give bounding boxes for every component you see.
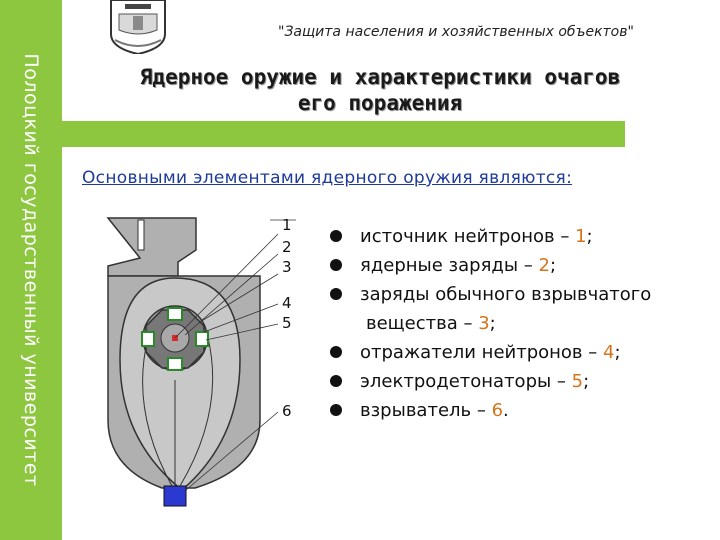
detonator-right bbox=[195, 331, 209, 347]
detonator-left bbox=[141, 331, 155, 347]
bullet-icon bbox=[330, 404, 342, 416]
diagram-label-6: 6 bbox=[282, 402, 292, 420]
detonator-wires bbox=[142, 337, 214, 487]
diagram-label-1: 1 bbox=[282, 216, 292, 234]
diagram-label-5: 5 bbox=[282, 314, 292, 332]
bullet-icon bbox=[330, 259, 342, 271]
course-subtitle: "Защита населения и хозяйственных объект… bbox=[278, 24, 634, 40]
list-item: электродетонаторы – 5; bbox=[326, 367, 651, 396]
leader-lines bbox=[174, 219, 296, 491]
page-title-line-1: Ядерное оружие и характеристики очагов bbox=[139, 65, 621, 89]
detonator-bottom bbox=[167, 357, 183, 371]
bullet-icon bbox=[330, 230, 342, 242]
list-item: заряды обычного взрывчатого bbox=[326, 280, 651, 309]
diagram-label-2: 2 bbox=[282, 238, 292, 256]
bomb-tail-fins bbox=[106, 217, 197, 277]
title-underline-bar bbox=[62, 121, 625, 147]
university-name: Полоцкий государственный университет bbox=[20, 53, 42, 487]
detonator-top bbox=[167, 307, 183, 321]
university-logo bbox=[110, 0, 166, 54]
page-title-line-2: его поражения bbox=[297, 91, 463, 115]
nuclear-bomb-diagram: 1 2 3 4 5 6 bbox=[106, 216, 296, 507]
bullet-icon bbox=[330, 288, 342, 300]
bullet-icon bbox=[330, 346, 342, 358]
intro-text: Основными элементами ядерного оружия явл… bbox=[82, 168, 573, 188]
diagram-label-3: 3 bbox=[282, 258, 292, 276]
list-item: отражатели нейтронов – 4; bbox=[326, 338, 651, 367]
sidebar: Полоцкий государственный университет bbox=[0, 0, 62, 540]
list-item: ядерные заряды – 2; bbox=[326, 251, 651, 280]
list-item: источник нейтронов – 1; bbox=[326, 222, 651, 251]
bullet-icon bbox=[330, 375, 342, 387]
page-title: Ядерное оружие и характеристики очагов е… bbox=[60, 64, 700, 116]
diagram-label-4: 4 bbox=[282, 294, 292, 312]
list-item: взрыватель – 6. bbox=[326, 396, 651, 425]
fuse-block bbox=[163, 485, 187, 507]
elements-list: источник нейтронов – 1; ядерные заряды –… bbox=[326, 222, 651, 425]
list-item-continuation: вещества – 3; bbox=[366, 313, 496, 334]
